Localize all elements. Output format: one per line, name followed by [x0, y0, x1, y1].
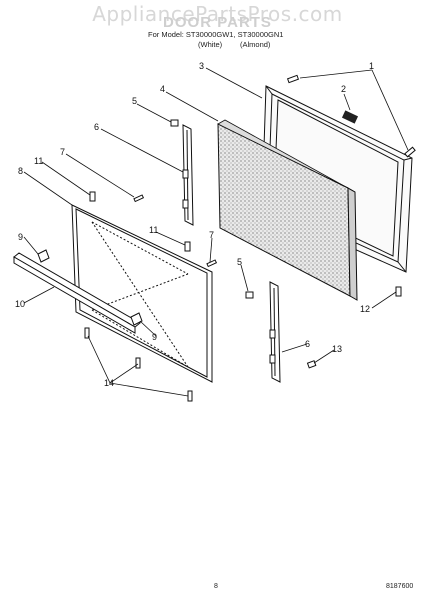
outer-door-panel [71, 204, 213, 383]
diagram-title: DOOR PARTS [163, 14, 272, 31]
right-door-channel [269, 281, 281, 383]
variant-white: (White) [198, 40, 223, 49]
callout-6-upper: 6 [94, 122, 99, 132]
handle-end-cap-right [130, 312, 143, 326]
callout-6-lower: 6 [305, 339, 310, 349]
callout-11-upper: 11 [34, 156, 43, 166]
callout-7-upper: 7 [60, 147, 65, 157]
document-number: 8187600 [386, 583, 414, 590]
page-number: 8 [214, 583, 218, 590]
callout-2: 2 [341, 84, 346, 94]
model-line: For Model: ST30000GW1, ST30000GN1 [148, 30, 284, 39]
watermark: AppliancePartsPros.com [92, 2, 343, 26]
clip-5-upper [170, 119, 179, 127]
callout-12: 12 [360, 304, 370, 314]
callout-9-right: 9 [152, 332, 157, 342]
variant-almond: (Almond) [240, 40, 271, 49]
callout-10: 10 [15, 299, 25, 309]
callout-3: 3 [199, 61, 204, 71]
callout-5-lower: 5 [237, 257, 242, 267]
callout-5-upper: 5 [132, 96, 137, 106]
door-handle [13, 252, 141, 334]
door-label [341, 110, 359, 124]
callout-labels: 1 2 3 4 5 6 7 8 9 10 11 12 13 14 5 6 7 9… [15, 61, 374, 388]
leader-lines [23, 67, 409, 397]
callout-7-lower: 7 [209, 230, 214, 240]
callout-8: 8 [18, 166, 23, 176]
screw-1-top [286, 74, 300, 84]
screw-11-upper [89, 191, 96, 202]
callout-9-left: 9 [18, 232, 23, 242]
screw-7-upper [133, 194, 145, 203]
callout-1: 1 [369, 61, 374, 71]
screw-1-right [404, 146, 416, 158]
screw-12 [395, 286, 402, 297]
left-door-channel [182, 124, 194, 226]
screw-11-lower [184, 241, 191, 252]
screw-14-b [135, 357, 141, 369]
callout-14: 14 [104, 378, 114, 388]
handle-end-cap-left [37, 249, 50, 263]
door-insulation [217, 119, 358, 301]
screw-14-c [187, 390, 193, 402]
screw-14-a [84, 327, 90, 339]
clip-13 [306, 360, 317, 369]
screw-7-lower [206, 259, 218, 268]
clip-5-lower [245, 291, 254, 299]
callout-11-lower: 11 [149, 225, 158, 235]
callout-13: 13 [332, 344, 342, 354]
callout-4: 4 [160, 84, 165, 94]
